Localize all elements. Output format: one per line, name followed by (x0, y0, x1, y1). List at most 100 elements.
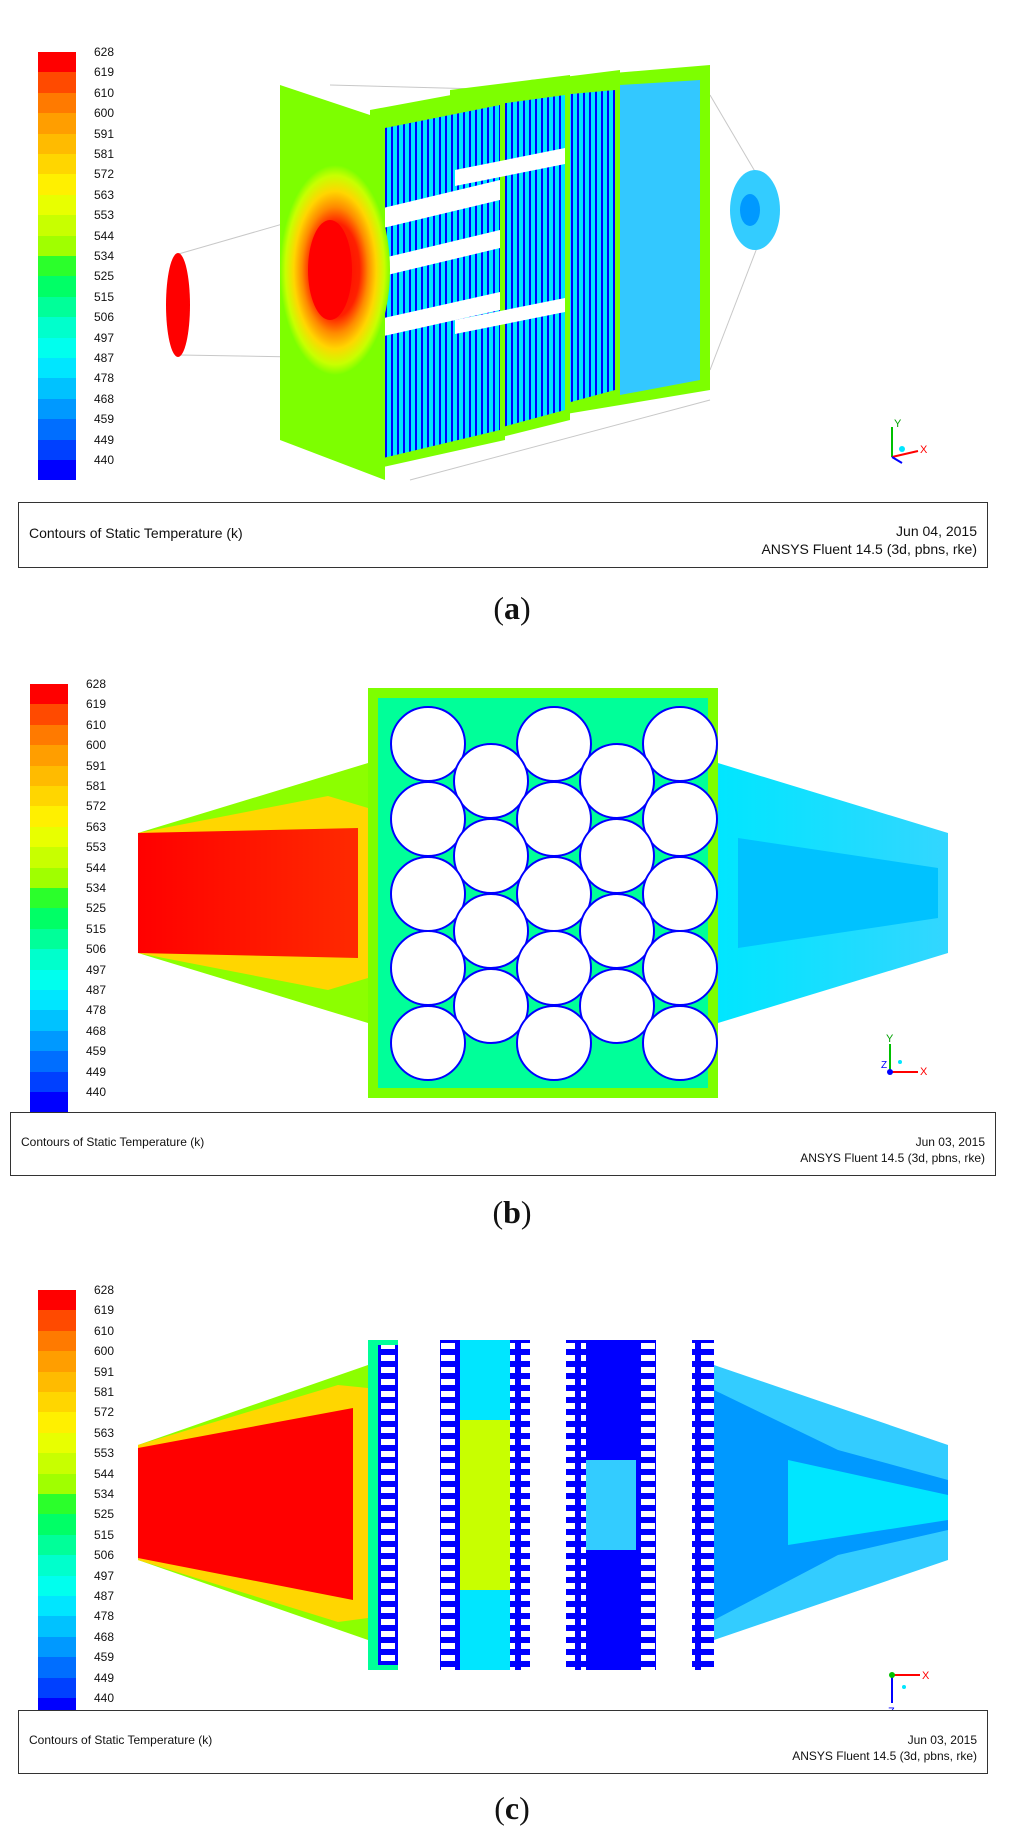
colorbar-swatch (38, 337, 76, 358)
colorbar-label: 449 (86, 1064, 107, 1079)
colorbar-label: 581 (86, 779, 107, 793)
colorbar-swatch (38, 1351, 76, 1372)
colorbar-swatch (38, 1432, 76, 1454)
colorbar-label: 628 (94, 45, 115, 59)
plot-date: Jun 03, 2015 (907, 1733, 977, 1747)
colorbar-swatch (30, 765, 68, 786)
info-box-b: Contours of Static Temperature (k) Jun 0… (10, 1112, 996, 1176)
plot-date: Jun 04, 2015 (896, 523, 977, 539)
colorbar-swatch (30, 826, 68, 848)
colorbar-label: 553 (94, 208, 115, 223)
colorbar-swatch (38, 1555, 76, 1576)
colorbar-label: 497 (94, 1568, 115, 1583)
contour-midplane-view (138, 688, 948, 1098)
colorbar-swatch (30, 928, 68, 950)
software-version: ANSYS Fluent 14.5 (3d, pbns, rke) (800, 1151, 985, 1165)
colorbar-swatch (30, 1071, 68, 1092)
colorbar-swatch (38, 419, 76, 440)
colorbar-label: 487 (86, 983, 107, 997)
plot-title: Contours of Static Temperature (k) (29, 525, 243, 541)
colorbar-swatch (38, 1636, 76, 1658)
colorbar-swatch (30, 1010, 68, 1031)
colorbar-swatch (30, 724, 68, 746)
colorbar-swatch (30, 745, 68, 766)
tube-array (390, 706, 718, 1081)
colorbar-label: 478 (94, 1609, 115, 1624)
colorbar-swatch (38, 398, 76, 420)
colorbar-label: 619 (86, 697, 107, 712)
colorbar-swatch (38, 154, 76, 175)
colorbar-swatch (38, 52, 76, 73)
colorbar-label: 591 (94, 126, 115, 141)
colorbar-label: 440 (86, 1085, 107, 1099)
colorbar-label: 572 (94, 167, 115, 182)
software-version: ANSYS Fluent 14.5 (3d, pbns, rke) (761, 541, 977, 557)
colorbar-label: 515 (94, 289, 115, 304)
colorbar-swatch (38, 317, 76, 338)
colorbar-label: 525 (86, 901, 107, 916)
colorbar-label: 506 (94, 1548, 115, 1563)
colorbar-label: 600 (94, 1344, 115, 1359)
colorbar-swatch (30, 969, 68, 990)
colorbar-swatch (38, 1657, 76, 1678)
colorbar-swatch (38, 1596, 76, 1617)
colorbar-swatch (38, 1412, 76, 1433)
colorbar-label: 600 (86, 738, 107, 753)
colorbar-swatch (38, 1677, 76, 1698)
colorbar-swatch (38, 1290, 76, 1311)
colorbar-swatch (38, 439, 76, 460)
colorbar-label: 506 (86, 942, 107, 957)
colorbar-label: 525 (94, 1507, 115, 1522)
colorbar-label: 591 (94, 1364, 115, 1379)
axis-x-label: X (920, 1066, 928, 1078)
colorbar-label: 459 (94, 412, 115, 427)
colorbar-label: 572 (94, 1405, 115, 1420)
colorbar-label: 619 (94, 1303, 115, 1318)
colorbar-label: 581 (94, 1385, 115, 1399)
colorbar-label: 628 (86, 677, 107, 691)
colorbar-label: 497 (86, 962, 107, 977)
colorbar-label: 591 (86, 758, 107, 773)
colorbar-label: 534 (86, 881, 107, 895)
contour-plate-fin-view (138, 1340, 948, 1670)
software-version: ANSYS Fluent 14.5 (3d, pbns, rke) (792, 1749, 977, 1763)
colorbar-swatch (38, 378, 76, 399)
colorbar-label: 440 (94, 1691, 115, 1705)
info-box-a: Contours of Static Temperature (k) Jun 0… (18, 502, 988, 568)
colorbar-swatch (38, 1371, 76, 1392)
colorbar-label: 628 (94, 1283, 115, 1297)
axis-z-label: Z (881, 1060, 887, 1071)
colorbar-swatch (30, 806, 68, 827)
colorbar-swatch (30, 704, 68, 725)
colorbar-label: 572 (86, 799, 107, 814)
colorbar-label: 478 (86, 1003, 107, 1018)
colorbar-swatch (38, 194, 76, 216)
colorbar-swatch (38, 1473, 76, 1494)
colorbar-label: 534 (94, 249, 115, 263)
axis-x-label: X (920, 444, 928, 456)
axis-x-label: X (922, 1670, 930, 1682)
colorbar-label: 610 (94, 1323, 115, 1338)
colorbar-label: 610 (94, 85, 115, 100)
plot-title: Contours of Static Temperature (k) (29, 1733, 213, 1747)
colorbar-label: 544 (86, 860, 107, 875)
colorbar-swatch (30, 786, 68, 807)
figure-label-a: (a) (493, 590, 531, 626)
colorbar-label: 525 (94, 269, 115, 284)
colorbar-label: 563 (94, 187, 115, 202)
colorbar-swatch (38, 358, 76, 379)
colorbar-swatch (38, 235, 76, 256)
colorbar-swatch (30, 684, 68, 705)
colorbar-swatch (38, 1392, 76, 1413)
colorbar-label: 440 (94, 453, 115, 467)
colorbar-label: 497 (94, 330, 115, 345)
colorbar-swatch (38, 1514, 76, 1535)
colorbar-swatch (38, 1616, 76, 1637)
colorbar-label: 478 (94, 371, 115, 386)
colorbar-label: 515 (94, 1527, 115, 1542)
colorbar-label: 553 (86, 840, 107, 855)
colorbar-label: 600 (94, 106, 115, 121)
